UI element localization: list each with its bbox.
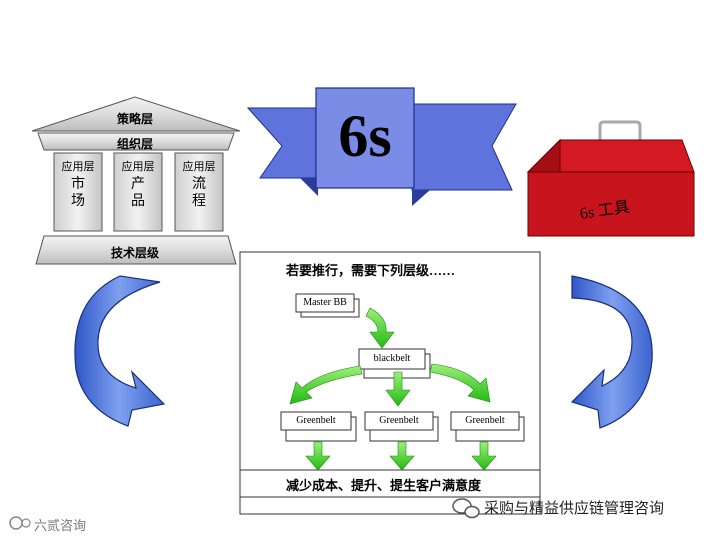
banner-left-tail: [248, 108, 318, 178]
hierarchy-footer: 减少成本、提升、提生客户满意度: [286, 475, 526, 494]
right-curved-arrow: [572, 276, 652, 428]
watermark-right: 采购与精益供应链管理咨询: [484, 497, 664, 518]
node-master-bb-label: Master BB: [296, 297, 354, 308]
pillar-2-body: 产 品: [114, 176, 162, 210]
temple-org-label: 组织层: [100, 135, 170, 152]
banner-title: 6s: [316, 96, 414, 176]
pillar-1-header: 应用层: [54, 158, 102, 174]
logo-icon: [10, 517, 30, 529]
left-curved-arrow: [75, 276, 164, 426]
pillar-1-body: 市 场: [54, 176, 102, 210]
banner-left-fold: [300, 178, 318, 196]
hierarchy-title: 若要推行，需要下列层级……: [286, 260, 526, 279]
node-greenbelt-1-label: Greenbelt: [281, 415, 351, 426]
banner-right-fold: [412, 190, 430, 206]
pillar-3-header: 应用层: [175, 158, 223, 174]
pillar-2-header: 应用层: [114, 158, 162, 174]
temple-roof-label: 策略层: [100, 110, 170, 127]
pillar-3-body: 流 程: [175, 176, 223, 210]
node-blackbelt-label: blackbelt: [359, 353, 425, 364]
node-greenbelt-3-label: Greenbelt: [451, 415, 519, 426]
watermark-left: 六贰咨询: [34, 515, 86, 534]
banner-right-tail: [412, 104, 516, 190]
toolbox-handle: [600, 122, 640, 140]
node-greenbelt-2-label: Greenbelt: [365, 415, 433, 426]
temple-base-label: 技术层级: [90, 244, 180, 261]
